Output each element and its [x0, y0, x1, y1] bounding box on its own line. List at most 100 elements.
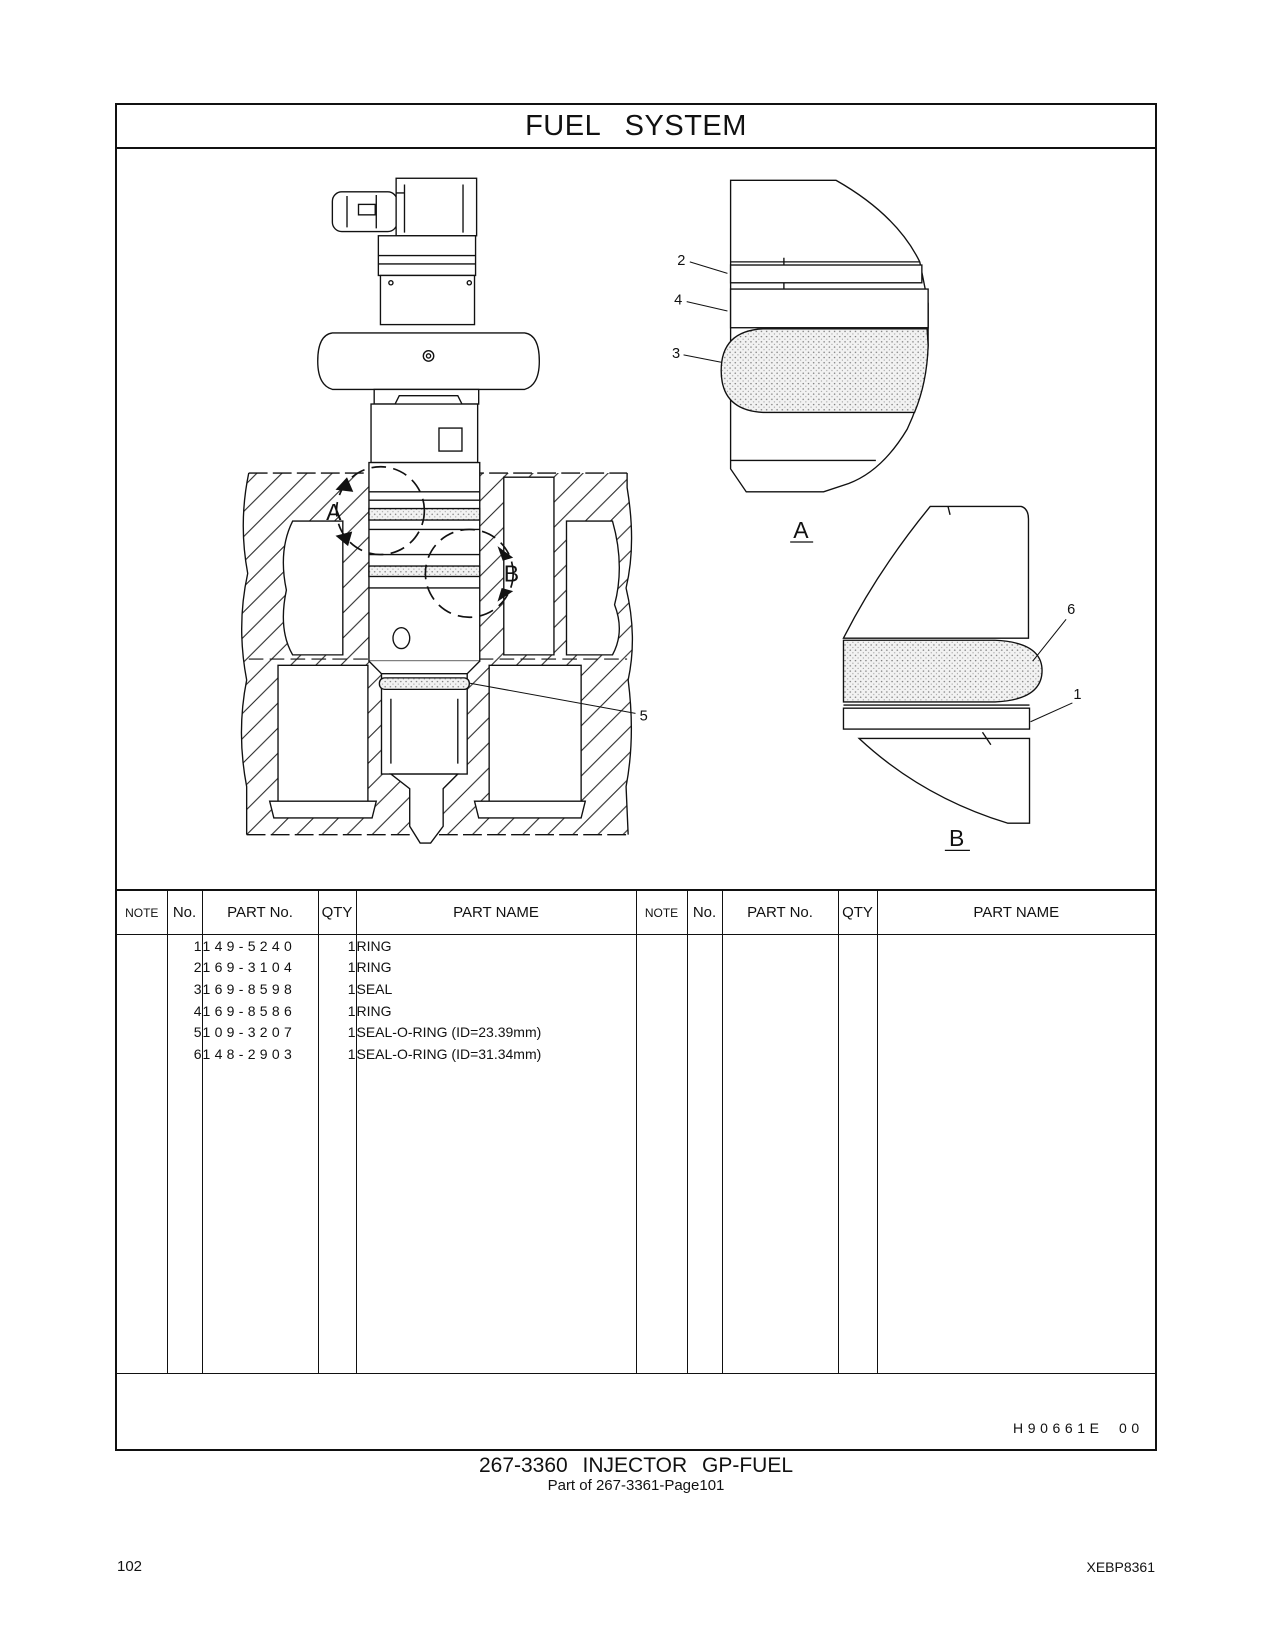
empty-cell — [202, 1064, 319, 1374]
empty-cell — [687, 956, 723, 979]
clamp-bolt-center — [425, 353, 432, 359]
detail-b-arrow-top — [497, 546, 514, 561]
drawing-code-id: H90661E — [1013, 1420, 1104, 1436]
header-no: No. — [167, 890, 203, 935]
empty-cell — [636, 978, 688, 1000]
empty-cell — [877, 1021, 1155, 1043]
empty-cell — [722, 956, 839, 979]
detail-b-top-tick — [947, 506, 951, 515]
table-header-row: NOTE No. PART No. QTY PART NAME NOTE No.… — [117, 890, 1155, 935]
callout-2-leader — [689, 261, 728, 274]
header-part-name: PART NAME — [356, 890, 637, 935]
empty-cell — [877, 1000, 1155, 1022]
empty-cell — [356, 1064, 637, 1374]
header-note-right: NOTE — [636, 890, 688, 935]
head-right-edge — [625, 473, 634, 835]
title-divider — [117, 147, 1155, 149]
detail-b-tick — [981, 731, 992, 746]
cell-part-no: 109-3207 — [202, 1021, 319, 1043]
empty-cell — [838, 978, 878, 1000]
cell-item-no: 3 — [167, 978, 203, 1000]
cell-part-name: SEAL-O-RING (ID=23.39mm) — [356, 1021, 637, 1043]
cell-item-no: 1 — [167, 934, 203, 957]
detail-a-ring-2 — [729, 264, 923, 284]
callout-1-leader — [1030, 702, 1073, 723]
cell-qty: 1 — [318, 934, 357, 957]
body-window — [438, 427, 463, 452]
cell-note — [117, 934, 168, 957]
detail-b-upper-block — [842, 505, 1030, 639]
empty-cell — [636, 934, 688, 957]
cell-part-no: 169-3104 — [202, 956, 319, 979]
right-side-cavity — [565, 520, 620, 656]
empty-cell — [687, 934, 723, 957]
cell-part-name: SEAL-O-RING (ID=31.34mm) — [356, 1042, 637, 1065]
page-frame — [115, 103, 1157, 1451]
cell-part-no: 148-2903 — [202, 1042, 319, 1065]
detail-b-seal-6 — [842, 639, 1043, 703]
clamp-neck — [373, 388, 480, 405]
callout-6-leader — [1032, 619, 1067, 662]
left-upper-cavity — [282, 520, 344, 656]
empty-cell — [117, 1064, 168, 1374]
cell-note — [117, 1042, 168, 1065]
detail-a-ring-4 — [729, 288, 929, 329]
empty-cell — [636, 1021, 688, 1043]
empty-cell — [167, 1064, 203, 1374]
fuel-injector — [317, 177, 540, 844]
injector-illustration: A B 5 2 4 3 A 6 1 B — [240, 177, 1082, 851]
cell-part-name: RING — [356, 999, 637, 1022]
solenoid-screw-right — [466, 280, 473, 286]
top-block-detail — [396, 184, 464, 233]
assembly-subtitle: Part of 267-3361-Page101 — [547, 1477, 725, 1494]
empty-cell — [687, 999, 723, 1022]
header-part-no-right: PART No. — [722, 890, 839, 935]
head-cavities — [268, 476, 620, 819]
parts-table: NOTE No. PART No. QTY PART NAME NOTE No.… — [117, 889, 1155, 1374]
callout-6: 6 — [1067, 602, 1075, 618]
empty-cell — [722, 1042, 839, 1065]
drawing-code-revision: 00 — [1119, 1420, 1144, 1436]
empty-cell — [687, 978, 723, 1000]
header-qty: QTY — [318, 890, 357, 935]
cell-part-no: 169-8598 — [202, 978, 319, 1000]
empty-cell — [722, 1021, 839, 1043]
table-row: 6 148-2903 1 SEAL-O-RING (ID=31.34mm) — [117, 1042, 1155, 1065]
empty-cell — [318, 1064, 357, 1374]
empty-cell — [687, 1021, 723, 1043]
callout-2: 2 — [677, 253, 685, 269]
table-row: 3 169-8598 1 SEAL — [117, 978, 1155, 1000]
detail-a-view: 2 4 3 A — [672, 179, 929, 543]
empty-cell — [687, 1042, 723, 1065]
cell-note — [117, 978, 168, 1000]
detail-a-arrow-top — [335, 477, 354, 492]
empty-cell — [636, 999, 688, 1022]
detail-b-circle — [424, 528, 515, 619]
barrel-step — [368, 660, 481, 675]
barrel-lines — [368, 491, 480, 589]
empty-cell — [877, 1065, 1155, 1374]
table-row: 4 169-8586 1 RING — [117, 999, 1155, 1022]
solenoid-lines — [378, 254, 476, 265]
cell-item-no: 4 — [167, 999, 203, 1022]
callout-5: 5 — [640, 709, 648, 725]
empty-cell — [838, 934, 878, 957]
table-filler-row — [117, 1064, 1155, 1374]
callout-3: 3 — [672, 346, 680, 362]
detail-b-lower-block — [857, 737, 1031, 824]
callout-4-leader — [686, 301, 728, 312]
detail-b-view: 6 1 B — [842, 505, 1082, 851]
seal-o-ring-5 — [378, 677, 470, 691]
injector-main-view: A B 5 — [240, 177, 648, 844]
connector-pin — [357, 203, 376, 216]
empty-cell — [838, 956, 878, 979]
injector-lower-body — [380, 673, 468, 775]
ring-groove-b — [368, 565, 481, 578]
header-no-right: No. — [687, 890, 723, 935]
header-part-name-right: PART NAME — [877, 890, 1155, 935]
detail-a-circle — [335, 465, 426, 556]
empty-cell — [722, 934, 839, 957]
left-lower-bore — [277, 664, 369, 809]
injector-nozzle-tip — [388, 773, 460, 844]
barrel-fuel-hole — [392, 627, 411, 650]
